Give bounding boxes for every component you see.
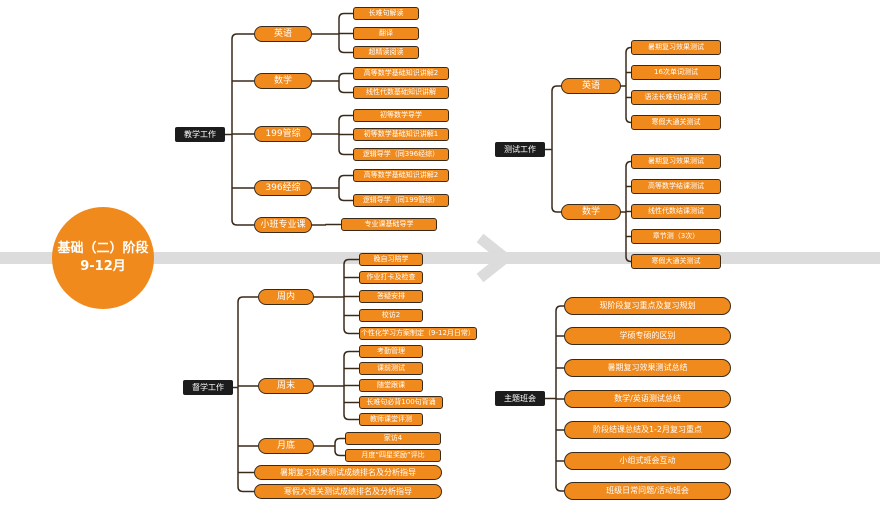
connector-line — [338, 114, 353, 121]
section-supervision-weekday: 周内 — [258, 289, 314, 305]
connector-line — [343, 350, 359, 357]
leaf-teaching-english-1: 长难句解读 — [353, 7, 419, 20]
connector-line — [625, 256, 632, 263]
connector-line — [338, 195, 353, 202]
meeting-item-3: 暑期复习效果测试总结 — [564, 359, 731, 377]
section-supervision-monthend: 月底 — [258, 438, 314, 454]
timeline-arrow-head — [476, 233, 514, 283]
connector-line — [338, 149, 353, 156]
center-topic: 基础（二）阶段 9-12月 — [52, 207, 154, 309]
leaf-teaching-math-1: 高等数学基础知识讲解2 — [353, 67, 449, 80]
section-testing-math: 数学 — [561, 204, 621, 220]
connector-line — [325, 223, 341, 226]
meeting-item-5: 阶段结课总结及1-2月复习重点 — [564, 421, 731, 439]
leaf-teaching-199-3: 逻辑导学（同396经综） — [353, 148, 449, 161]
category-teaching: 教学工作 — [175, 127, 225, 142]
connector-line — [551, 85, 561, 92]
leaf-supervision-weekend-1: 考勤管理 — [359, 345, 423, 358]
leaf-supervision-monthend-1: 家访4 — [345, 432, 441, 445]
leaf-teaching-396-2: 逻辑导学（同199管综） — [353, 194, 449, 207]
leaf-teaching-english-3: 超精读阅读 — [353, 46, 419, 59]
connector-line — [237, 486, 254, 493]
connector-line — [237, 296, 258, 303]
meeting-item-4: 数学/英语测试总结 — [564, 390, 731, 408]
connector-line — [334, 437, 345, 444]
leaf-supervision-weekday-1: 晚自习陪学 — [359, 253, 423, 266]
section-supervision-weekend: 周末 — [258, 378, 314, 394]
meeting-item-1: 现阶段复习重点及复习规划 — [564, 297, 731, 315]
category-meeting: 主题班会 — [495, 391, 545, 406]
category-testing: 测试工作 — [495, 142, 545, 157]
leaf-testing-english-2: 16次单词测试 — [631, 65, 721, 80]
supervision-extra-2: 寒假大通关测试成绩排名及分析指导 — [254, 484, 442, 499]
connector-line — [551, 206, 561, 213]
leaf-supervision-weekend-5: 教师课堂评测 — [359, 413, 423, 426]
meeting-item-7: 班级日常问题/活动班会 — [564, 482, 731, 500]
section-teaching-english: 英语 — [254, 26, 312, 42]
connector-line — [338, 47, 353, 54]
center-title: 基础（二）阶段 — [57, 241, 149, 257]
center-subtitle: 9-12月 — [80, 259, 126, 274]
section-teaching-396: 396经综 — [254, 180, 312, 196]
leaf-supervision-weekday-5: 个性化学习方案制定（9-12月日常） — [359, 327, 477, 340]
leaf-supervision-weekday-4: 校访2 — [359, 309, 423, 322]
section-teaching-math: 数学 — [254, 73, 312, 89]
section-teaching-small-class: 小班专业课 — [254, 217, 312, 233]
leaf-teaching-199-1: 初等数学导学 — [353, 109, 449, 122]
connector-line — [625, 117, 632, 124]
leaf-testing-english-3: 语法长难句结课测试 — [631, 90, 721, 105]
leaf-testing-math-4: 章节测（3次） — [631, 229, 721, 244]
connector-line — [343, 258, 359, 265]
leaf-supervision-weekday-3: 答疑安排 — [359, 290, 423, 303]
leaf-testing-math-1: 暑期复习效果测试 — [631, 154, 721, 169]
meeting-item-2: 学硕专硕的区别 — [564, 327, 731, 345]
leaf-supervision-weekend-2: 课前测试 — [359, 362, 423, 375]
section-testing-english: 英语 — [561, 78, 621, 94]
leaf-teaching-english-2: 翻译 — [353, 27, 419, 40]
supervision-extra-1: 暑期复习效果测试成绩排名及分析指导 — [254, 465, 442, 480]
leaf-testing-math-3: 线性代数结课测试 — [631, 204, 721, 219]
leaf-testing-english-4: 寒假大通关测试 — [631, 115, 721, 130]
connector-line — [338, 72, 353, 79]
leaf-supervision-weekend-3: 随堂跟课 — [359, 379, 423, 392]
connector-line — [338, 87, 353, 94]
connector-line — [231, 33, 254, 40]
connector-line — [343, 328, 359, 335]
leaf-testing-math-2: 高等数学结课测试 — [631, 179, 721, 194]
leaf-supervision-weekday-2: 作业打卡及检查 — [359, 271, 423, 284]
leaf-teaching-math-2: 线性代数基础知识讲解 — [353, 86, 449, 99]
leaf-testing-english-1: 暑期复习效果测试 — [631, 40, 721, 55]
leaf-supervision-monthend-2: 月度“四星奖励”评比 — [345, 449, 441, 462]
leaf-teaching-small-1: 专业课基础导学 — [341, 218, 437, 231]
category-supervision: 督学工作 — [183, 380, 233, 395]
section-teaching-199: 199管综 — [254, 126, 312, 142]
connector-line — [555, 485, 564, 492]
leaf-supervision-weekend-4: 长难句必背100句背诵 — [359, 396, 443, 409]
leaf-testing-math-5: 寒假大通关测试 — [631, 254, 721, 269]
connector-line — [625, 46, 632, 53]
leaf-teaching-396-1: 高等数学基础知识讲解2 — [353, 169, 449, 182]
connector-line — [334, 450, 345, 457]
connector-line — [338, 174, 353, 181]
connector-line — [555, 305, 564, 312]
connector-line — [231, 219, 254, 226]
leaf-teaching-199-2: 初等数学基础知识讲解1 — [353, 128, 449, 141]
connector-line — [338, 12, 353, 19]
meeting-item-6: 小组式班会互动 — [564, 452, 731, 470]
connector-line — [343, 414, 359, 421]
connector-line — [625, 160, 632, 167]
